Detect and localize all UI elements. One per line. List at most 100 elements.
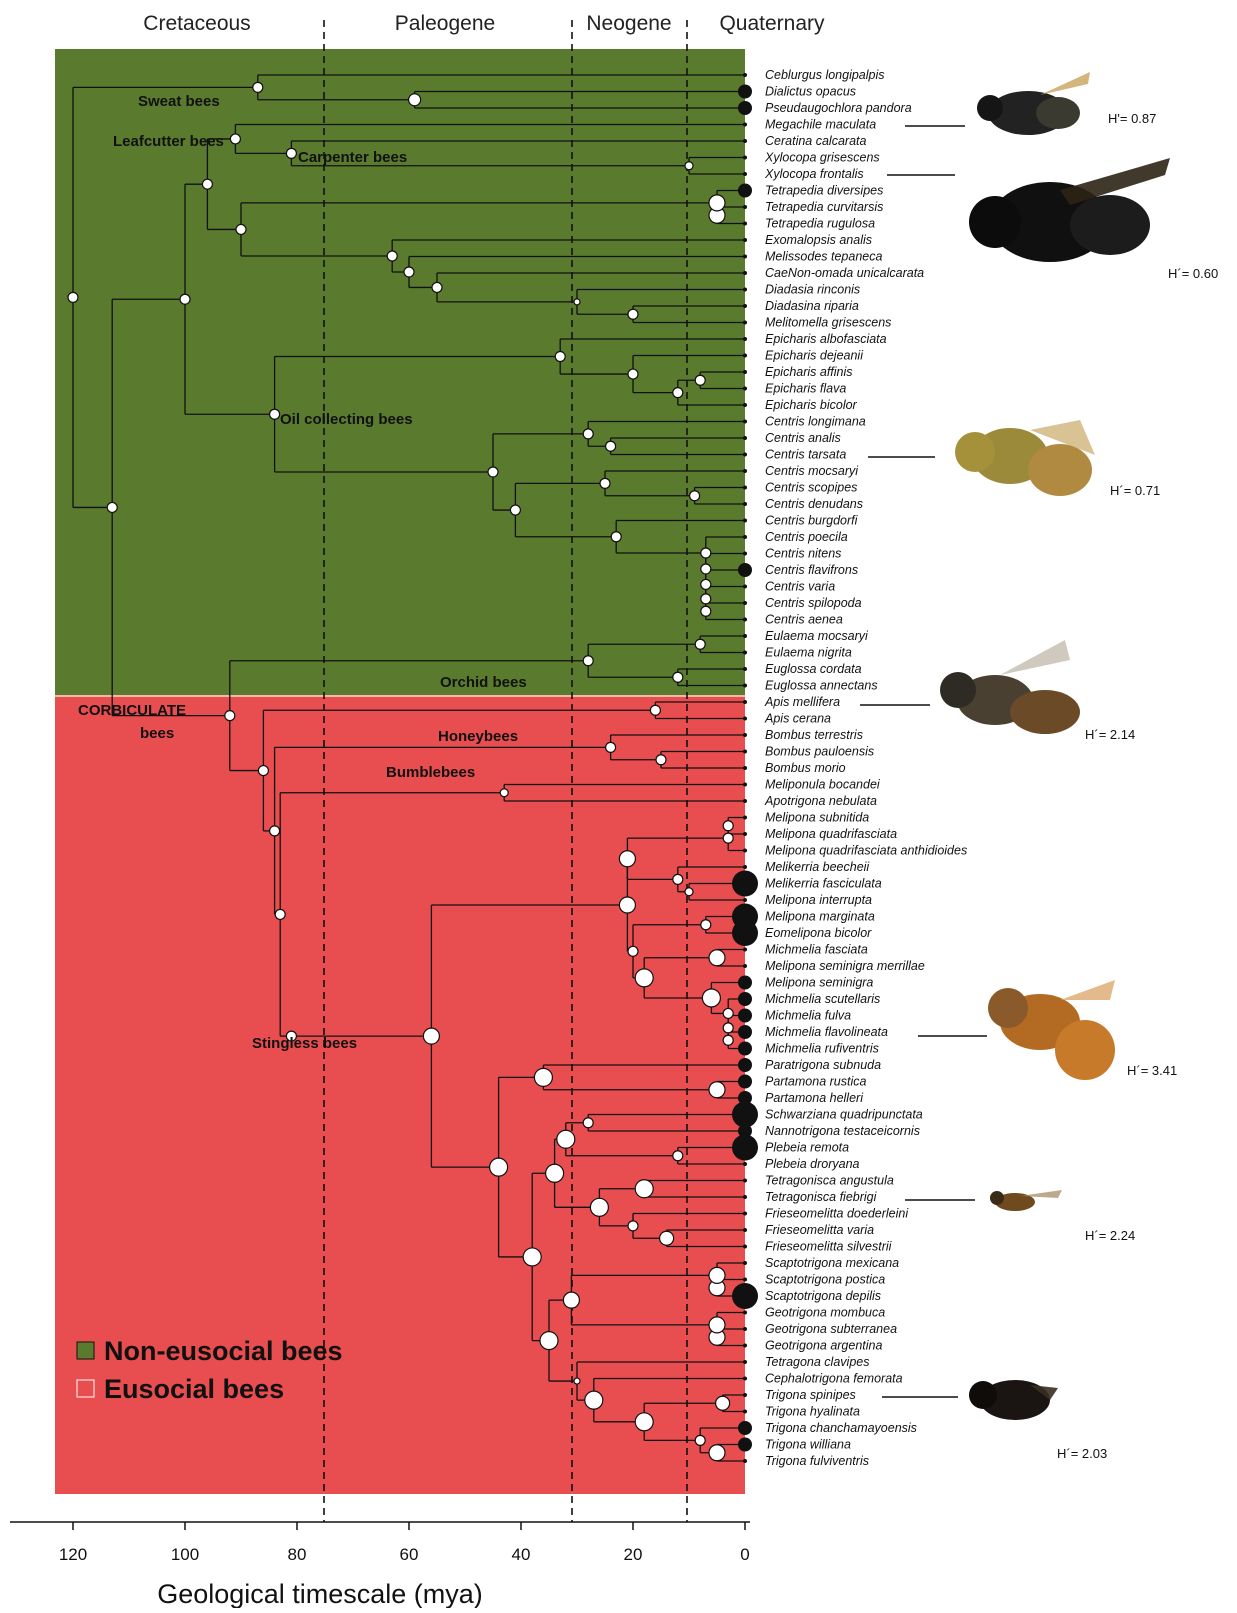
ancestral-state-node — [635, 1413, 653, 1431]
ancestral-state-node — [619, 897, 635, 913]
species-label: Trigona williana — [765, 1438, 851, 1452]
ancestral-state-node — [202, 179, 212, 189]
tip-state-marker — [743, 1162, 747, 1166]
species-label: Exomalopsis analis — [765, 233, 872, 247]
ancestral-state-node — [701, 548, 711, 558]
tip-state-marker — [743, 1228, 747, 1232]
tip-state-marker — [743, 750, 747, 754]
tip-state-marker — [738, 1025, 752, 1039]
ancestral-state-node — [723, 1008, 733, 1018]
species-label: Epicharis albofasciata — [765, 332, 887, 346]
tip-state-marker — [738, 976, 752, 990]
legend-label-non-eusocial: Non-eusocial bees — [104, 1336, 343, 1366]
clade-label-sweat: Sweat bees — [138, 93, 220, 110]
species-label: Centris poecila — [765, 530, 848, 544]
tip-state-marker — [743, 73, 747, 77]
species-label: Michmelia flavolineata — [765, 1025, 888, 1039]
tip-state-marker — [743, 1410, 747, 1414]
ancestral-state-node — [606, 742, 616, 752]
ancestral-state-node — [635, 1180, 653, 1198]
tip-state-marker — [738, 1438, 752, 1452]
species-label: Epicharis flava — [765, 382, 846, 396]
species-label: Melipona quadrifasciata anthidioides — [765, 844, 967, 858]
species-label: Centris varia — [765, 580, 835, 594]
tip-state-marker — [743, 370, 747, 374]
ancestral-state-node — [611, 532, 621, 542]
species-labels: Ceblurgus longipalpisDialictus opacusPse… — [764, 68, 967, 1468]
ancestral-state-node — [557, 1130, 575, 1148]
tip-state-marker — [743, 1327, 747, 1331]
tip-state-marker — [743, 469, 747, 473]
bee-photo-michmelia — [988, 980, 1115, 1080]
tip-state-marker — [743, 849, 747, 853]
species-label: Melipona marginata — [765, 910, 875, 924]
tip-state-marker — [738, 563, 752, 577]
tip-state-marker — [743, 816, 747, 820]
bee-photo-centris — [955, 420, 1095, 496]
species-label: Scaptotrigona depilis — [765, 1289, 881, 1303]
ancestral-state-node — [685, 888, 693, 896]
species-label: Eulaema nigrita — [765, 646, 852, 660]
legend-swatch-non-eusocial — [77, 1342, 94, 1359]
x-axis-ticks: 120100806040200 — [59, 1522, 750, 1564]
h-value-michmelia: H´= 3.41 — [1127, 1063, 1177, 1078]
tip-state-marker — [743, 1344, 747, 1348]
species-label: Melikerria fasciculata — [765, 877, 882, 891]
ancestral-state-node — [673, 672, 683, 682]
ancestral-state-node — [225, 711, 235, 721]
species-label: Euglossa annectans — [765, 679, 878, 693]
ancestral-state-node — [709, 195, 725, 211]
species-label: Centris mocsaryi — [765, 464, 859, 478]
tip-state-marker — [732, 1102, 758, 1128]
tip-state-marker — [743, 618, 747, 622]
tip-state-marker — [743, 123, 747, 127]
species-label: Melissodes tepaneca — [765, 250, 882, 264]
species-label: Apotrigona nebulata — [764, 794, 877, 808]
tip-state-marker — [743, 205, 747, 209]
period-paleogene: Paleogene — [395, 12, 495, 35]
species-label: Plebeia droryana — [765, 1157, 860, 1171]
ancestral-state-node — [673, 874, 683, 884]
ancestral-state-node — [695, 375, 705, 385]
tip-state-marker — [743, 156, 747, 160]
tip-state-marker — [743, 255, 747, 259]
ancestral-state-node — [546, 1164, 564, 1182]
ancestral-state-node — [628, 946, 638, 956]
tip-state-marker — [743, 387, 747, 391]
ancestral-state-node — [619, 851, 635, 867]
species-label: CaeNon-omada unicalcarata — [765, 266, 924, 280]
species-label: Tetrapedia diversipes — [765, 184, 883, 198]
tip-state-marker — [738, 992, 752, 1006]
ancestral-state-node — [270, 409, 280, 419]
ancestral-state-node — [690, 491, 700, 501]
ancestral-state-node — [500, 789, 508, 797]
x-axis-label: Geological timescale (mya) — [157, 1579, 483, 1608]
ancestral-state-node — [409, 94, 421, 106]
ancestral-state-node — [635, 969, 653, 987]
tip-state-marker — [743, 1179, 747, 1183]
species-label: Ceratina calcarata — [765, 134, 866, 148]
clade-label-honeybees: Honeybees — [438, 728, 518, 745]
tip-state-marker — [743, 535, 747, 539]
h-value-apis: H´= 2.14 — [1085, 727, 1135, 742]
ancestral-state-node — [583, 1118, 593, 1128]
tip-state-marker — [732, 1135, 758, 1161]
ancestral-state-node — [685, 162, 693, 170]
ancestral-state-node — [585, 1391, 603, 1409]
ancestral-state-node — [583, 656, 593, 666]
species-label: Megachile maculata — [765, 118, 876, 132]
species-label: Trigona spinipes — [765, 1388, 856, 1402]
species-label: Trigona fulviventris — [765, 1454, 869, 1468]
ancestral-state-node — [660, 1231, 674, 1245]
ancestral-state-node — [628, 369, 638, 379]
species-label: Xylocopa grisescens — [764, 151, 880, 165]
ancestral-state-node — [490, 1158, 508, 1176]
ancestral-state-node — [488, 467, 498, 477]
species-label: Melipona subnitida — [765, 811, 869, 825]
ancestral-state-node — [523, 1248, 541, 1266]
species-label: Paratrigona subnuda — [765, 1058, 881, 1072]
period-cretaceous: Cretaceous — [143, 12, 250, 35]
tip-state-marker — [738, 1042, 752, 1056]
